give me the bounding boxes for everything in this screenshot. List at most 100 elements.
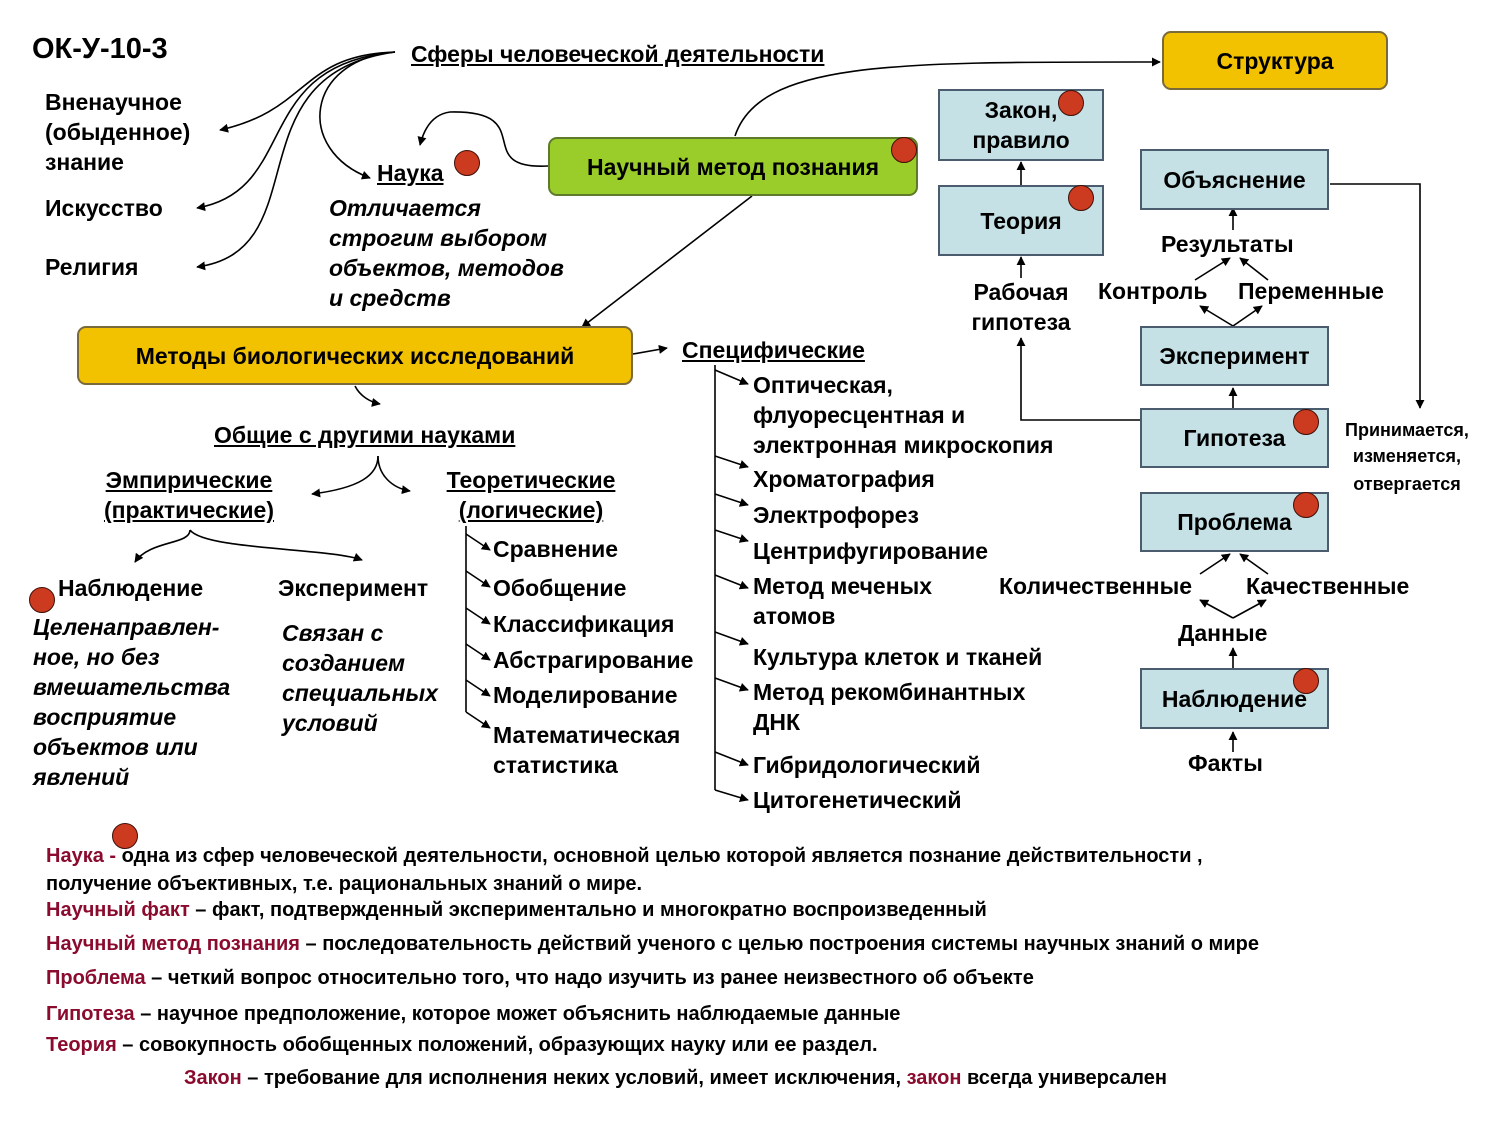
marker-dot <box>112 823 138 849</box>
variables-label: Переменные <box>1238 278 1384 304</box>
definition-text: последовательность действий ученого с це… <box>322 933 1259 955</box>
biology-methods-box: Методы биологических исследований <box>77 326 633 385</box>
experiment-box: Эксперимент <box>1140 326 1329 386</box>
definition-text: факт, подтвержденный экспериментально и … <box>212 899 987 921</box>
general-heading: Общие с другими науками <box>214 422 516 448</box>
results-label: Результаты <box>1161 231 1294 257</box>
specific-cell-culture: Культура клеток и тканей <box>753 644 1043 670</box>
definition-text: получение объективных, т.е. рациональных… <box>46 873 643 895</box>
scientific-method-box: Научный метод познания <box>548 137 918 196</box>
definition-term: Научный метод познания <box>46 933 300 955</box>
data-label: Данные <box>1178 620 1268 646</box>
experiment-desc-line4: условий <box>282 710 378 736</box>
marker-dot <box>1293 492 1319 518</box>
sphere-nonscientific-line2: (обыденное) <box>45 119 191 145</box>
law-line2: правило <box>972 127 1070 153</box>
definition-separator: – <box>189 899 212 921</box>
definition-law: Закон – требование для исполнения неких … <box>184 1064 1167 1092</box>
specific-chromatography: Хроматография <box>753 466 935 492</box>
definition-separator: – <box>145 967 168 989</box>
definition-separator: - <box>103 845 122 867</box>
working-hypothesis-line2: гипотеза <box>971 309 1071 335</box>
experiment-desc-line2: созданием <box>282 650 406 676</box>
observation-desc-line2: ное, но без <box>33 644 160 670</box>
observation-desc-line3: вмешательства <box>33 674 231 700</box>
facts-label: Факты <box>1188 750 1263 776</box>
theory-item-abstraction: Абстрагирование <box>493 647 694 673</box>
law-line1: Закон, <box>984 97 1058 123</box>
theoretical-line1: Теоретические <box>446 467 616 493</box>
working-hypothesis-line1: Рабочая <box>973 279 1069 305</box>
specific-recombinant-line1: Метод рекомбинантных <box>753 679 1026 705</box>
definition-problem: Проблема – четкий вопрос относительно то… <box>46 964 1034 992</box>
observation-box: Наблюдение <box>1140 668 1329 729</box>
theoretical-line2: (логические) <box>458 497 604 523</box>
quantitative-label: Количественные <box>999 573 1193 599</box>
definition-separator: – <box>134 1003 157 1025</box>
specific-recombinant-line2: ДНК <box>753 709 801 735</box>
definition-separator: – <box>299 933 323 955</box>
theory-box: Теория <box>938 185 1104 256</box>
specific-electrophoresis: Электрофорез <box>753 502 919 528</box>
specific-centrifugation: Центрифугирование <box>753 538 989 564</box>
definition-separator: – <box>241 1067 264 1089</box>
sphere-science: Наука <box>377 160 444 186</box>
marker-dot <box>29 587 55 613</box>
definition-science-cont: получение объективных, т.е. рациональных… <box>46 870 642 898</box>
science-desc-line4: и средств <box>329 285 451 311</box>
definition-text: четкий вопрос относительно того, что над… <box>167 967 1034 989</box>
science-desc-line1: Отличается <box>329 195 481 221</box>
observation-label: Наблюдение <box>58 575 204 601</box>
definition-term: Наука <box>46 845 104 867</box>
marker-dot <box>1293 409 1319 435</box>
theory-item-classification: Классификация <box>493 611 675 637</box>
sphere-art: Искусство <box>45 195 163 221</box>
theory-item-math-line1: Математическая <box>493 722 681 748</box>
empirical-line2: (практические) <box>103 497 275 523</box>
experiment-desc-line3: специальных <box>282 680 438 706</box>
page-title: ОК-У-10-3 <box>32 33 168 65</box>
experiment-desc-line1: Связан с <box>282 620 384 646</box>
theory-item-generalization: Обобщение <box>493 575 627 601</box>
spheres-heading: Сферы человеческой деятельности <box>411 41 825 67</box>
definition-text: требование для исполнения неких условий,… <box>263 1067 907 1089</box>
definition-term: Научный факт <box>46 899 190 921</box>
sphere-nonscientific-line3: знание <box>45 149 124 175</box>
science-desc-line3: объектов, методов <box>329 255 564 281</box>
structure-header-box: Структура <box>1162 31 1388 90</box>
marker-dot <box>454 150 480 176</box>
specific-cytogenetic: Цитогенетический <box>753 787 962 813</box>
theory-item-math-line2: статистика <box>493 752 618 778</box>
specific-microscopy-line1: Оптическая, <box>753 372 893 398</box>
outcome-line1: Принимается, <box>1345 420 1469 440</box>
definition-text: совокупность обобщенных положений, образ… <box>139 1034 878 1056</box>
definition-text: всегда универсален <box>961 1067 1167 1089</box>
specific-heading: Специфические <box>682 337 865 363</box>
definition-science: Наука - одна из сфер человеческой деятел… <box>46 842 1203 870</box>
definition-method: Научный метод познания – последовательно… <box>46 930 1259 958</box>
observation-desc-line5: объектов или <box>33 734 198 760</box>
definition-term: Проблема <box>46 967 146 989</box>
observation-desc-line4: восприятие <box>33 704 177 730</box>
specific-labeled-atoms-line2: атомов <box>753 603 836 629</box>
science-desc-line2: строгим выбором <box>329 225 548 251</box>
experiment-label: Эксперимент <box>278 575 429 601</box>
definition-separator: – <box>116 1034 139 1056</box>
specific-microscopy-line2: флуоресцентная и <box>753 402 966 428</box>
hypothesis-box: Гипотеза <box>1140 408 1329 468</box>
empirical-line1: Эмпирические <box>105 467 273 493</box>
specific-labeled-atoms-line1: Метод меченых <box>753 573 933 599</box>
outcome-line2: изменяется, <box>1352 446 1462 466</box>
definition-term: закон <box>906 1067 962 1089</box>
definition-theory: Теория – совокупность обобщенных положен… <box>46 1031 878 1059</box>
marker-dot <box>1293 668 1319 694</box>
marker-dot <box>1058 90 1084 116</box>
definition-term: Теория <box>46 1034 117 1056</box>
specific-hybridological: Гибридологический <box>753 752 981 778</box>
definition-text: одна из сфер человеческой деятельности, … <box>121 845 1203 867</box>
marker-dot <box>1068 185 1094 211</box>
theory-item-modeling: Моделирование <box>493 682 678 708</box>
definition-fact: Научный факт – факт, подтвержденный эксп… <box>46 896 987 924</box>
control-label: Контроль <box>1098 278 1208 304</box>
